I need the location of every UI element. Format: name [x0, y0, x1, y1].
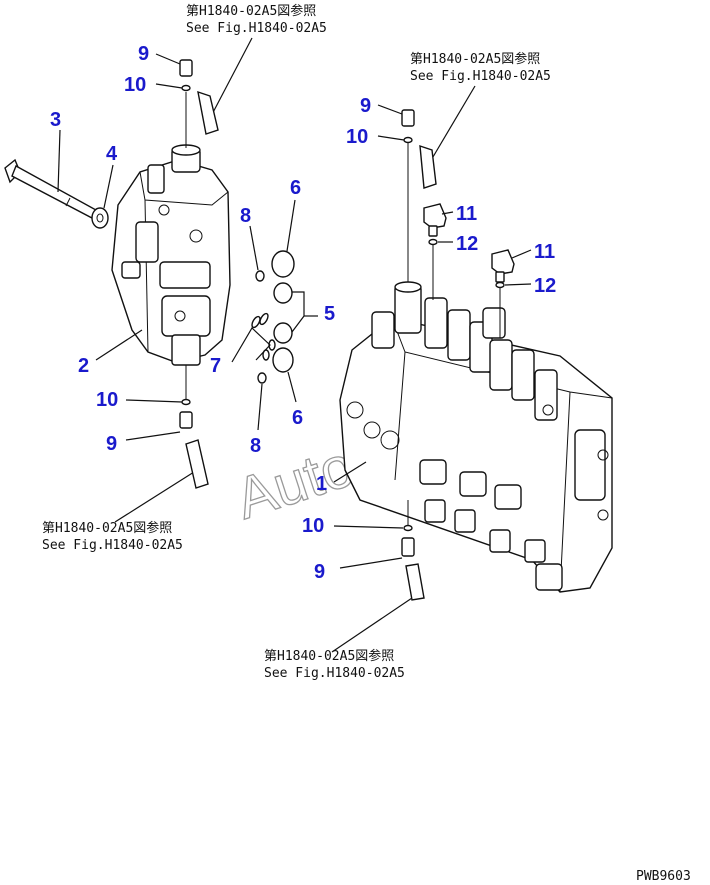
reference-bottom-left-en: See Fig.H1840-02A5: [42, 538, 183, 553]
leader-reference-top-right: [429, 85, 476, 163]
tie-bolt: [4, 158, 97, 219]
callout-3: 3: [50, 109, 61, 131]
callout-6: 6: [290, 177, 301, 199]
reference-top-right-jp: 第H1840-02A5図参照: [410, 51, 540, 67]
fitting-bottom-right: [401, 524, 425, 601]
callout-numbers: 9 10 3 4 2 10 9 8 6 5 7 6 8 9 10 11 12 1…: [50, 43, 556, 583]
callout-9: 9: [106, 433, 117, 455]
reference-bottom-left-jp: 第H1840-02A5図参照: [42, 520, 172, 536]
callout-6: 6: [292, 407, 303, 429]
callout-leaders: [57, 53, 532, 569]
callout-9: 9: [314, 561, 325, 583]
callout-10: 10: [96, 389, 118, 411]
callout-11: 11: [534, 241, 555, 263]
leader-reference-bottom-left: [114, 471, 195, 523]
callout-10: 10: [124, 74, 146, 96]
drawing-code: PWB9603: [636, 869, 691, 884]
reference-top-left-en: See Fig.H1840-02A5: [186, 21, 327, 36]
callout-1: 1: [316, 473, 327, 495]
callout-10: 10: [346, 126, 368, 148]
washer: [91, 207, 109, 229]
reference-bottom-left: 第H1840-02A5図参照 See Fig.H1840-02A5: [42, 520, 183, 553]
leader-reference-top-left: [207, 37, 253, 123]
reference-top-left-jp: 第H1840-02A5図参照: [186, 3, 316, 19]
main-control-valve: [339, 140, 613, 593]
fitting-bottom-left: [179, 398, 209, 489]
reference-bottom-center-jp: 第H1840-02A5図参照: [264, 648, 394, 664]
reference-top-right: 第H1840-02A5図参照 See Fig.H1840-02A5: [410, 51, 551, 84]
callout-4: 4: [106, 143, 118, 165]
elbow-fitting-2: [491, 249, 515, 289]
callout-9: 9: [138, 43, 149, 65]
reference-top-left: 第H1840-02A5図参照 See Fig.H1840-02A5: [186, 3, 327, 36]
callout-5: 5: [324, 303, 335, 325]
callout-8: 8: [240, 205, 251, 227]
callout-10: 10: [302, 515, 324, 537]
callout-12: 12: [534, 275, 556, 297]
reference-bottom-center: 第H1840-02A5図参照 See Fig.H1840-02A5: [264, 648, 405, 681]
elbow-fitting-1: [423, 203, 447, 246]
leader-reference-bottom-center: [331, 597, 413, 653]
callout-8: 8: [250, 435, 261, 457]
callout-12: 12: [456, 233, 478, 255]
callout-2: 2: [78, 355, 89, 377]
callout-9: 9: [360, 95, 371, 117]
seal-group: [251, 250, 295, 384]
callout-11: 11: [456, 203, 477, 225]
fitting-top-right: [401, 109, 437, 189]
callout-7: 7: [210, 355, 221, 377]
valve-section-left: [111, 92, 231, 405]
reference-bottom-center-en: See Fig.H1840-02A5: [264, 666, 405, 681]
reference-top-right-en: See Fig.H1840-02A5: [410, 69, 551, 84]
